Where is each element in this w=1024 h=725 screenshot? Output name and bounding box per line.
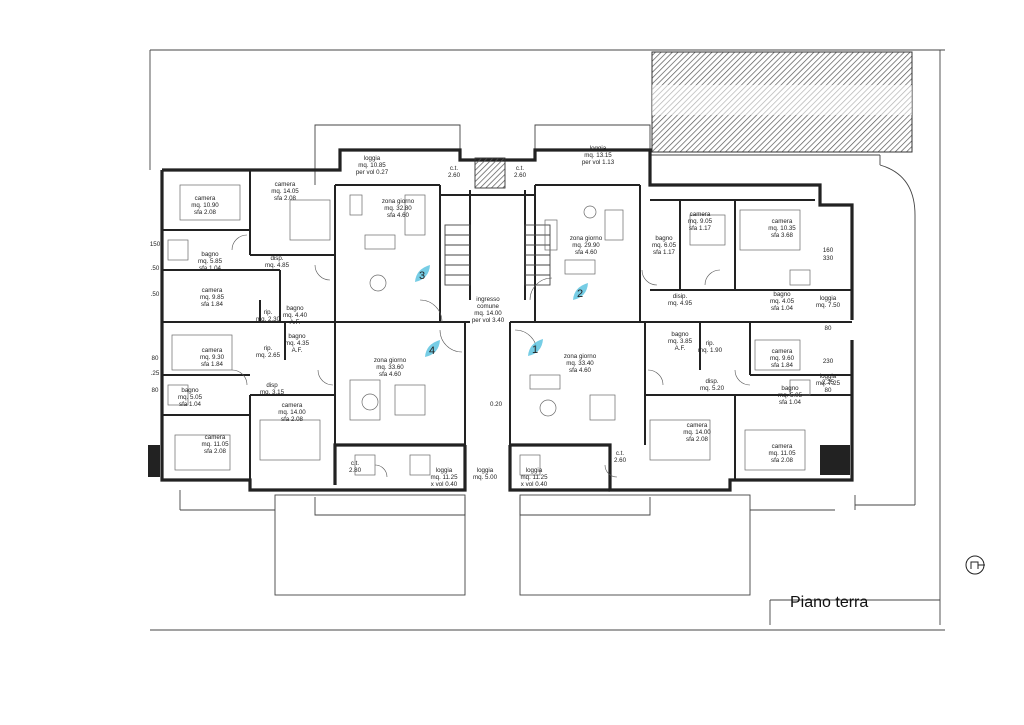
room-label: c.t.2.80 [349,460,362,474]
dimension-label: 80 [825,325,832,332]
floor-title: Piano terra [790,594,869,611]
apartment-marker-3: 3 [415,265,430,282]
interior-walls [162,170,852,480]
apartment-marker-label: 3 [419,270,425,282]
exterior-walls [160,148,854,492]
room-label: disp.mq. 5.20 [700,378,725,392]
corner-block-right [820,445,850,475]
apartment-marker-2: 2 [573,283,588,300]
dimension-label: 80 [152,387,159,394]
furniture [167,184,811,476]
north-arrow-icon [965,555,985,575]
room-label: 0.20 [490,401,503,408]
dimension-label: .50 [151,291,160,298]
dimension-label: 330 [823,255,834,262]
dimension-label: 230 [823,358,834,365]
room-label: disip.mq. 4.95 [668,293,693,307]
room-label: rip.mq. 2.30 [256,309,281,323]
dimension-label: 150 [150,241,161,248]
dimension-label: .25 [151,370,160,377]
room-label: disp.mq. 4.85 [265,255,290,269]
apartment-marker-label: 4 [429,345,435,357]
room-label: c.t.2.60 [614,450,627,464]
dimension-label: 80 [825,387,832,394]
site-boundary [149,49,945,631]
apartment-marker-1: 1 [528,339,543,356]
room-label: rip.mq. 1.90 [698,340,723,354]
apartment-marker-4: 4 [425,340,440,357]
dimension-label: 160 [823,247,834,254]
apartment-markers: 3 2 4 1 [415,265,588,357]
apartment-marker-label: 1 [532,344,538,356]
room-label: rip.mq. 2.65 [256,345,281,359]
room-label: c.t.2.60 [514,165,527,179]
apartment-marker-label: 2 [577,288,583,300]
staircase [444,157,551,286]
room-label: c.t.2.60 [448,165,461,179]
door-swings [231,234,751,478]
dimension-label: 80 [152,355,159,362]
dimension-label: .50 [151,265,160,272]
dimension-label: 2.25 [822,379,835,386]
corner-block-left [148,445,160,477]
